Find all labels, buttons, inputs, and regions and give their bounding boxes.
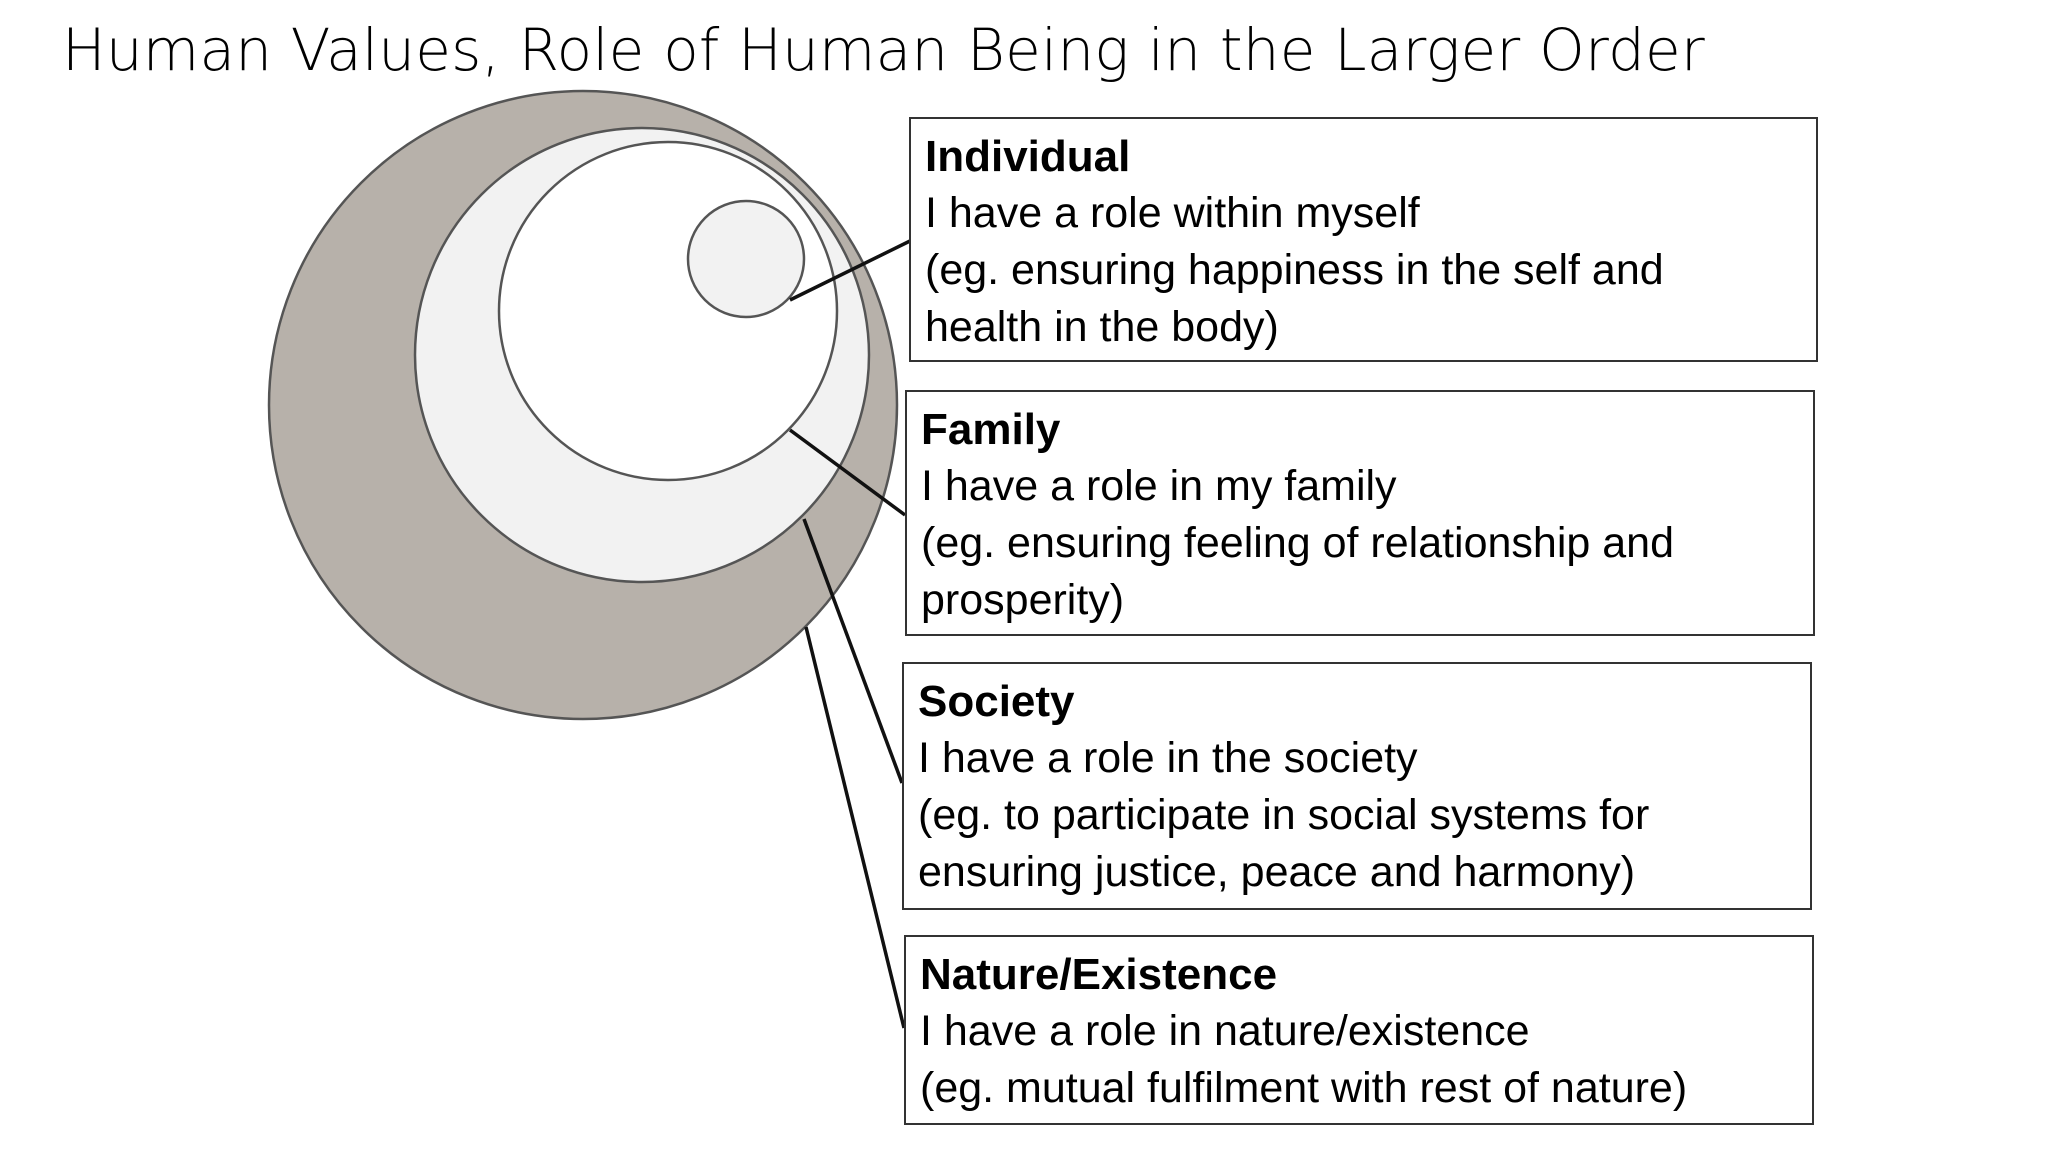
role-description-line: I have a role in my family: [921, 462, 1397, 510]
role-description-line: I have a role within myself: [925, 189, 1420, 237]
role-description-line: (eg. mutual fulfilment with rest of natu…: [920, 1064, 1688, 1112]
role-box-nature: Nature/Existence I have a role in nature…: [904, 935, 1814, 1125]
role-description-line: (eg. ensuring feeling of relationship an…: [921, 519, 1675, 567]
role-box-individual: Individual I have a role within myself (…: [909, 117, 1818, 362]
role-description-line: I have a role in the society: [918, 734, 1418, 782]
role-title: Nature/Existence: [920, 950, 1278, 999]
role-box-society: Society I have a role in the society (eg…: [902, 662, 1812, 910]
society-connector: [802, 518, 904, 784]
family-circle: [497, 140, 839, 482]
role-description-line: (eg. to participate in social systems fo…: [918, 791, 1650, 839]
role-description-line: ensuring justice, peace and harmony): [918, 848, 1636, 896]
role-box-family: Family I have a role in my family (eg. e…: [905, 390, 1815, 636]
role-description-line: I have a role in nature/existence: [920, 1007, 1530, 1055]
role-description-line: health in the body): [925, 303, 1279, 351]
role-title: Society: [918, 677, 1075, 726]
individual-connector: [789, 238, 913, 302]
page-title: Human Values, Role of Human Being in the…: [62, 16, 1705, 84]
role-description-line: (eg. ensuring happiness in the self and: [925, 246, 1664, 294]
individual-circle: [686, 199, 806, 319]
nature-connector: [804, 626, 906, 1029]
role-title: Individual: [925, 132, 1131, 181]
role-title: Family: [921, 405, 1061, 454]
role-description-line: prosperity): [921, 576, 1125, 624]
family-connector: [788, 428, 907, 517]
